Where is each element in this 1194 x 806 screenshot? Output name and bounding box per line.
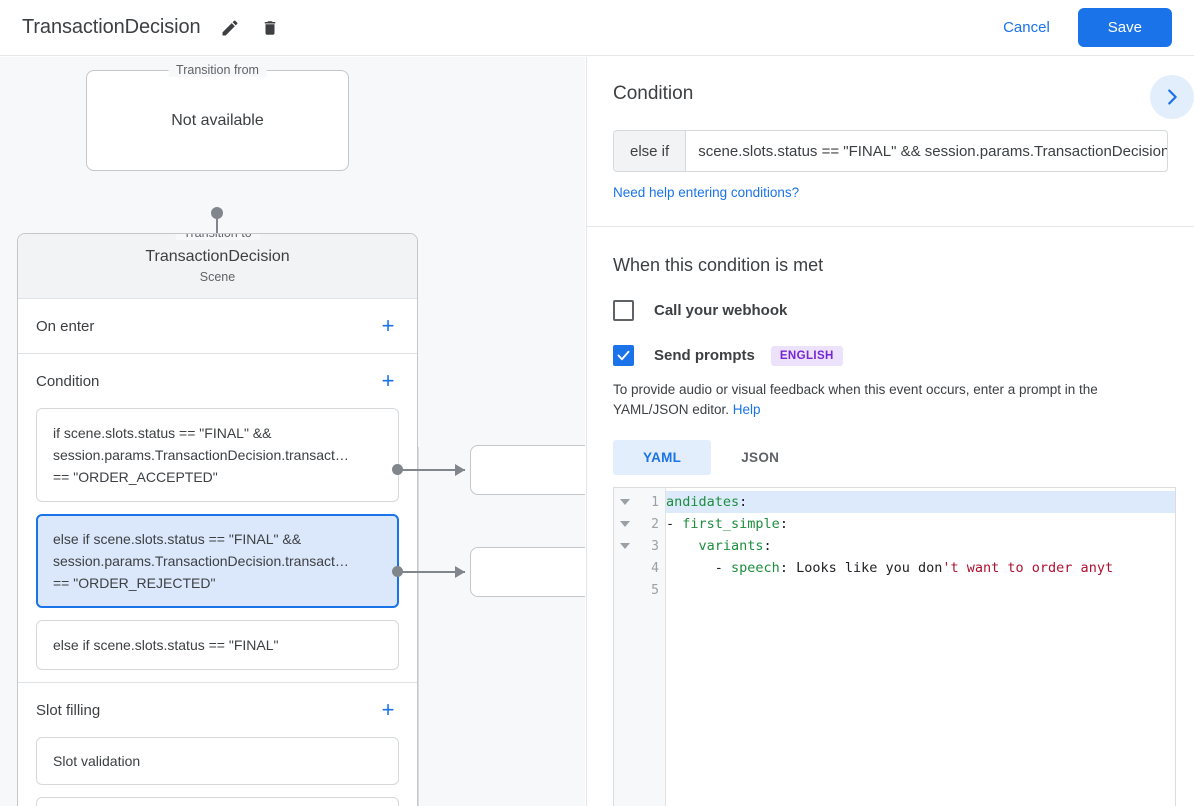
transition-to-card: Transition to TransactionDecision Scene … xyxy=(17,233,418,806)
transition-from-card: Transition from Not available xyxy=(86,63,349,171)
page-title: TransactionDecision xyxy=(22,16,201,38)
condition-input-row[interactable]: else if scene.slots.status == "FINAL" &&… xyxy=(613,130,1168,172)
when-condition-met-section: When this condition is met Call your web… xyxy=(587,227,1194,475)
editor-line-number: 1 xyxy=(614,491,665,513)
section-condition: Condition + if scene.slots.status == "FI… xyxy=(18,354,417,683)
header-actions: Cancel Save xyxy=(989,8,1194,47)
condition-item[interactable]: else if scene.slots.status == "FINAL" xyxy=(36,620,399,670)
editor-line-number: 2 xyxy=(614,513,665,535)
send-prompts-checkbox[interactable] xyxy=(613,345,634,366)
send-prompts-label: Send prompts xyxy=(654,347,755,364)
slot-filling-item-partial[interactable] xyxy=(36,797,399,806)
tab-json[interactable]: JSON xyxy=(741,450,780,465)
editor-code-line[interactable] xyxy=(666,579,1175,601)
add-slot-filling-button[interactable]: + xyxy=(381,697,395,722)
section-condition-title: Condition xyxy=(36,372,100,390)
edge-arrowhead xyxy=(455,464,465,476)
language-badge: ENGLISH xyxy=(770,345,843,366)
target-node-stub[interactable] xyxy=(470,547,585,597)
condition-line: session.params.TransactionDecision.trans… xyxy=(53,447,349,463)
section-condition-header: Condition + xyxy=(36,354,399,408)
transition-from-legend: Transition from xyxy=(168,63,267,77)
condition-help-link[interactable]: Need help entering conditions? xyxy=(613,185,800,200)
trash-icon[interactable] xyxy=(257,15,283,41)
webhook-row: Call your webhook xyxy=(613,300,1168,321)
prompts-description: To provide audio or visual feedback when… xyxy=(613,380,1166,420)
section-slot-filling-header: Slot filling + xyxy=(36,683,399,737)
app-header: TransactionDecision Cancel Save xyxy=(0,0,1194,56)
edge-source-dot xyxy=(392,464,403,475)
editor-code-area[interactable]: andidates: - first_simple: variants: - sp… xyxy=(666,488,1175,806)
prompts-help-link[interactable]: Help xyxy=(732,402,761,417)
editor-code-line[interactable]: - first_simple: xyxy=(666,516,788,532)
condition-line: == "ORDER_ACCEPTED" xyxy=(53,469,218,485)
add-on-enter-button[interactable]: + xyxy=(381,313,395,338)
call-webhook-checkbox[interactable] xyxy=(613,300,634,321)
graph-guide-line xyxy=(418,447,419,806)
prompts-description-text: To provide audio or visual feedback when… xyxy=(613,382,1098,417)
scene-card-header: TransactionDecision Scene xyxy=(18,234,417,299)
add-condition-button[interactable]: + xyxy=(381,368,395,393)
fold-triangle-icon[interactable] xyxy=(620,499,630,505)
tab-yaml[interactable]: YAML xyxy=(613,440,712,475)
editor-line-number: 3 xyxy=(614,535,665,557)
condition-line: else if scene.slots.status == "FINAL" && xyxy=(53,531,302,547)
condition-expression-input[interactable]: scene.slots.status == "FINAL" && session… xyxy=(698,142,1167,160)
fold-triangle-icon[interactable] xyxy=(620,521,630,527)
transition-to-legend: Transition to xyxy=(175,234,260,240)
condition-line: else if scene.slots.status == "FINAL" xyxy=(53,637,279,653)
fold-triangle-icon[interactable] xyxy=(620,543,630,549)
slot-validation-item[interactable]: Slot validation xyxy=(36,737,399,785)
section-on-enter-header: On enter + xyxy=(36,299,399,353)
editor-code-line[interactable]: variants: xyxy=(698,538,772,554)
scene-type: Scene xyxy=(199,270,236,284)
chevron-right-icon[interactable] xyxy=(1150,75,1194,119)
when-condition-met-heading: When this condition is met xyxy=(613,255,824,275)
panel-divider xyxy=(587,226,1194,227)
editor-code-line[interactable]: andidates: xyxy=(666,491,1175,513)
transition-from-value: Not available xyxy=(171,111,264,129)
condition-line: session.params.TransactionDecision.trans… xyxy=(53,553,349,569)
edge-line xyxy=(399,571,465,573)
condition-line: if scene.slots.status == "FINAL" && xyxy=(53,425,272,441)
cancel-button[interactable]: Cancel xyxy=(989,11,1064,44)
condition-item-selected[interactable]: else if scene.slots.status == "FINAL" &&… xyxy=(36,514,399,608)
scene-name: TransactionDecision xyxy=(145,248,290,265)
section-slot-filling-title: Slot filling xyxy=(36,701,101,719)
save-button[interactable]: Save xyxy=(1077,8,1172,47)
editor-code-line[interactable]: - speech: Looks like you don't want to o… xyxy=(666,560,1114,576)
scene-graph-pane: Transition from Not available Transition… xyxy=(0,57,585,806)
condition-item[interactable]: if scene.slots.status == "FINAL" && sess… xyxy=(36,408,399,502)
condition-line: == "ORDER_REJECTED" xyxy=(53,575,216,591)
condition-detail-panel: Condition else if scene.slots.status == … xyxy=(586,57,1194,806)
section-slot-filling: Slot filling + Slot validation xyxy=(18,683,417,806)
panel-title: Condition xyxy=(613,83,694,104)
edge-line xyxy=(399,469,465,471)
condition-operator-label: else if xyxy=(614,131,687,171)
target-node-stub[interactable] xyxy=(470,445,585,495)
editor-line-number: 4 xyxy=(651,560,659,576)
call-webhook-label: Call your webhook xyxy=(654,302,788,319)
section-on-enter-title: On enter xyxy=(36,317,95,335)
send-prompts-row: Send prompts ENGLISH xyxy=(613,345,1168,366)
edge-source-dot xyxy=(392,566,403,577)
edge-arrowhead xyxy=(455,566,465,578)
section-on-enter: On enter + xyxy=(18,299,417,354)
editor-format-tabs: YAML JSON xyxy=(613,440,1168,475)
editor-line-number: 5 xyxy=(651,582,659,598)
pencil-icon[interactable] xyxy=(217,15,243,41)
condition-section: Condition else if scene.slots.status == … xyxy=(587,57,1194,202)
